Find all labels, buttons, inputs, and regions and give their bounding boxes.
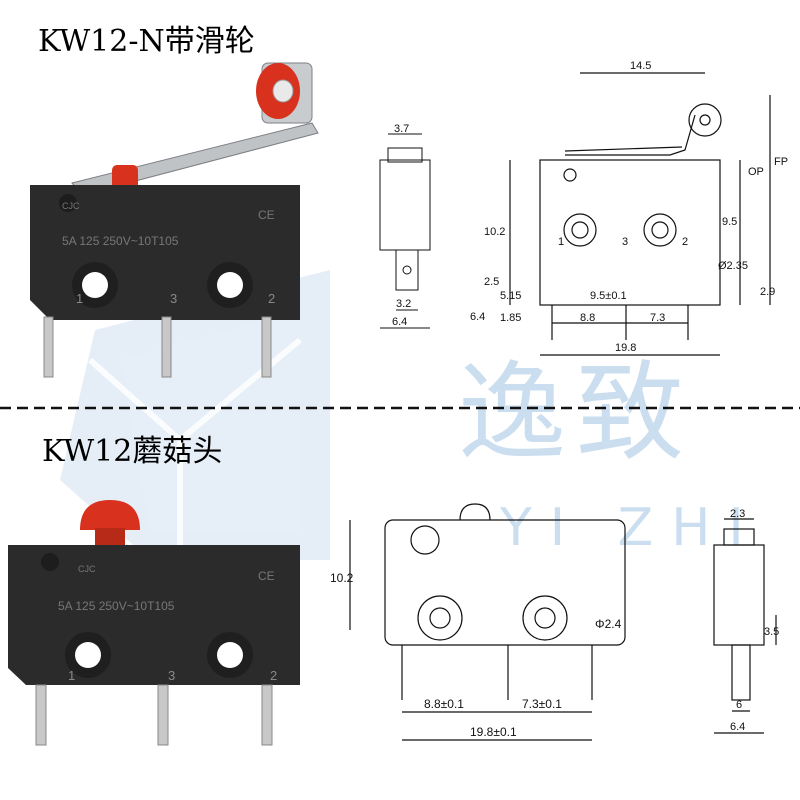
dim-height-10-2: 10.2 (330, 571, 354, 585)
watermark-chinese: 逸致 (458, 351, 695, 476)
mushroom-side-view-drawing: 2.3 3.5 6 6.4 (713, 508, 779, 734)
mushroom-switch-photo: CJC CE 5A 125 250V~10T105 1 3 2 (8, 500, 300, 746)
mushroom-front-view-drawing: 10.2 Φ2.4 8.8±0.1 7.3±0.1 19.8±0.1 (330, 503, 626, 741)
brand-mark: CJC (78, 564, 96, 574)
roller-switch-photo: CJC CE 5A 125 250V~10T105 1 3 2 (30, 62, 319, 378)
dim-2-9: 2.9 (760, 286, 775, 298)
dim-19-8-tol: 19.8±0.1 (470, 725, 517, 739)
terminal-label-1: 1 (76, 291, 83, 306)
dim-hole-2-35: Ø2.35 (718, 260, 748, 272)
terminal-label-2: 2 (270, 668, 277, 683)
dim-14-5: 14.5 (630, 60, 651, 72)
dim-width-6-4: 6.4 (392, 316, 407, 328)
ce-mark: CE (258, 208, 275, 222)
dim-19-8: 19.8 (615, 342, 636, 354)
ce-mark: CE (258, 569, 275, 583)
dim-8-8-tol: 8.8±0.1 (424, 697, 464, 711)
dim-7-3: 7.3 (650, 312, 665, 324)
dim-width-3-7: 3.7 (394, 123, 409, 135)
section-title-mushroom: KW12蘑菇头 (42, 434, 223, 469)
dim-10-2: 10.2 (484, 226, 505, 238)
dim-8-8: 8.8 (580, 312, 595, 324)
watermark-english: YI ZHI (500, 498, 762, 558)
dim-9-5: 9.5 (722, 216, 737, 228)
terminal-label-2: 2 (268, 291, 275, 306)
section-title-roller: KW12-N带滑轮 (38, 24, 255, 59)
dim-6-4: 6.4 (470, 311, 485, 323)
pin-label-1: 1 (558, 236, 564, 248)
dim-fp: FP (774, 156, 788, 168)
roller-front-view-drawing: 14.5 10.2 2.5 9.5 2.9 6.4 5.15 9.5±0.1 1… (470, 60, 788, 356)
roller-side-view-drawing: 3.7 6.4 3.2 (379, 123, 431, 329)
terminal-label-3: 3 (168, 668, 175, 683)
terminal-label-3: 3 (170, 291, 177, 306)
dim-2-5: 2.5 (484, 276, 499, 288)
dim-1-85: 1.85 (500, 312, 521, 324)
dim-6: 6 (736, 699, 742, 711)
rating-text: 5A 125 250V~10T105 (62, 234, 179, 248)
actuator-button (112, 165, 138, 189)
section-divider (0, 406, 800, 410)
dim-7-3-tol: 7.3±0.1 (522, 697, 562, 711)
dim-5-15: 5.15 (500, 290, 521, 302)
lever-arm (71, 122, 319, 196)
dim-hole-2-4: Φ2.4 (595, 617, 622, 631)
terminal-label-1: 1 (68, 668, 75, 683)
dim-2-3: 2.3 (730, 508, 745, 520)
dim-op: OP (748, 166, 764, 178)
dim-width-3-2: 3.2 (396, 298, 411, 310)
pin-label-3: 3 (622, 236, 628, 248)
mushroom-cap (80, 500, 140, 530)
rating-text: 5A 125 250V~10T105 (58, 599, 175, 613)
dim-3-5: 3.5 (764, 626, 779, 638)
dim-6-4: 6.4 (730, 721, 745, 733)
dim-9-5-tol: 9.5±0.1 (590, 290, 627, 302)
brand-mark: CJC (62, 201, 80, 211)
pin-label-2: 2 (682, 236, 688, 248)
